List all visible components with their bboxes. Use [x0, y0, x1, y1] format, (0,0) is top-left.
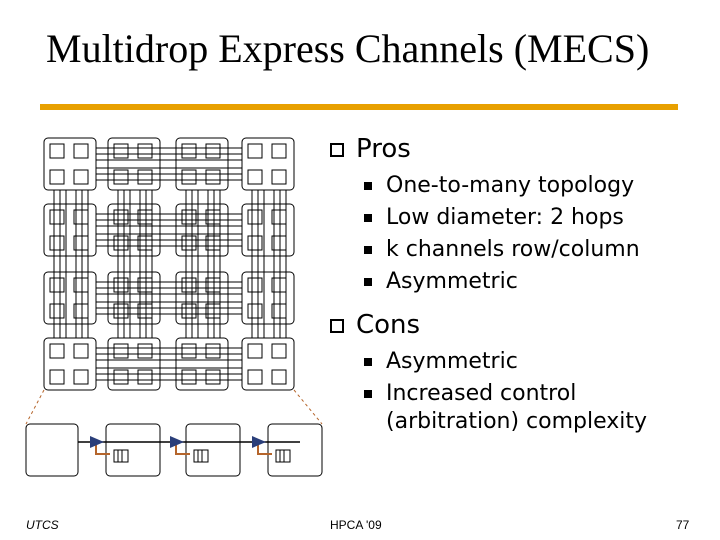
square-bullet-icon: [364, 214, 372, 222]
receiver-buffers: [113, 449, 291, 463]
pros-heading: Pros: [328, 132, 708, 170]
square-bullet-icon: [364, 246, 372, 254]
vertical-channels: [53, 190, 287, 338]
zoom-node-3: [267, 423, 323, 477]
list-item: Increased control (arbitration) complexi…: [328, 378, 708, 438]
router-node-r1c4: [241, 137, 295, 191]
hollow-square-bullet-icon: [330, 319, 344, 333]
bullet-list: Pros One-to-many topology Low diameter: …: [328, 132, 708, 438]
square-bullet-icon: [364, 358, 372, 366]
cons-heading: Cons: [328, 308, 708, 346]
list-item: Asymmetric: [328, 266, 708, 298]
pros-items: One-to-many topology Low diameter: 2 hop…: [328, 170, 708, 298]
zoom-node-1: [105, 423, 161, 477]
router-node-r4c4: [241, 337, 295, 391]
list-item: Asymmetric: [328, 346, 708, 378]
list-item: Low diameter: 2 hops: [328, 202, 708, 234]
router-node-r4c1: [43, 337, 97, 391]
zoom-node-2: [185, 423, 241, 477]
router-node-r2c1: [43, 203, 97, 257]
square-bullet-icon: [364, 390, 372, 398]
square-bullet-icon: [364, 278, 372, 286]
footer-conference: HPCA '09: [330, 518, 382, 532]
zoom-callout-lines: [25, 389, 323, 425]
router-node-r2c3: [175, 203, 229, 257]
router-node-r1c3: [175, 137, 229, 191]
hollow-square-bullet-icon: [330, 143, 344, 157]
cons-items: Asymmetric Increased control (arbitratio…: [328, 346, 708, 438]
zoomed-channel-detail: [25, 423, 323, 477]
drop-arrowheads: [90, 436, 266, 448]
square-bullet-icon: [364, 182, 372, 190]
router-node-r2c4: [241, 203, 295, 257]
router-node-r4c2: [107, 337, 161, 391]
footer-org: UTCS: [26, 518, 59, 532]
zoom-source-node: [25, 423, 79, 477]
list-item: k channels row/column: [328, 234, 708, 266]
router-node-r4c3: [175, 337, 229, 391]
title-underline: [40, 104, 678, 110]
router-node-r1c1: [43, 137, 97, 191]
horizontal-channels: [96, 147, 242, 381]
list-item: One-to-many topology: [328, 170, 708, 202]
router-node-r1c2: [107, 137, 161, 191]
page-number: 77: [676, 518, 690, 532]
router-node-r3c2: [107, 271, 161, 325]
slide-title: Multidrop Express Channels (MECS): [46, 26, 650, 71]
